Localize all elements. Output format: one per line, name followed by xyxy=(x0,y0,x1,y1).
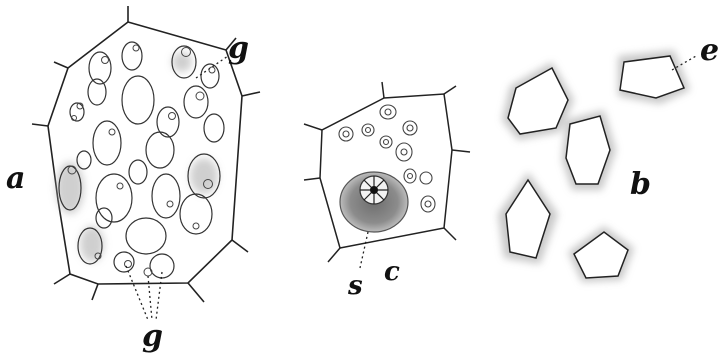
grains-b xyxy=(498,50,690,282)
label-c: c xyxy=(384,257,400,287)
label-g-top: g xyxy=(228,31,249,66)
cell-a-wall xyxy=(48,22,242,284)
s-leader xyxy=(360,232,368,268)
cell-c xyxy=(304,82,470,262)
label-e: e xyxy=(700,33,719,68)
label-g-bottom: g xyxy=(142,319,163,354)
cell-a xyxy=(32,6,260,302)
label-s: s xyxy=(347,271,363,301)
label-b: b xyxy=(630,167,651,202)
label-a: a xyxy=(6,161,25,196)
